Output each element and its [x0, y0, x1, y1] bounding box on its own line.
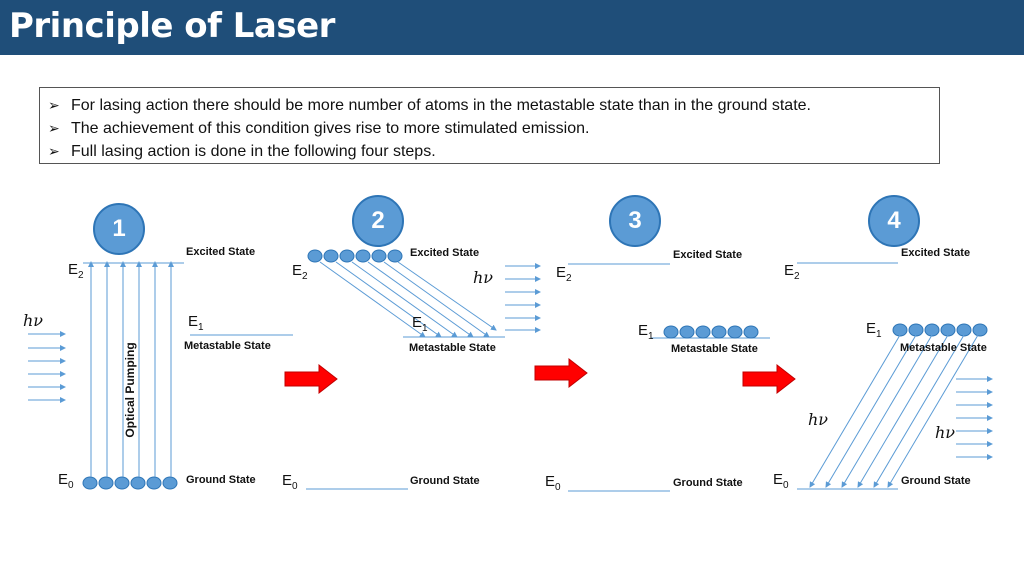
atom [82, 476, 98, 490]
atom [908, 323, 924, 337]
atom [387, 249, 403, 263]
step3-e0-label: E0 [545, 473, 561, 493]
atom [307, 249, 323, 263]
stimulated-emission-arrow [887, 334, 979, 488]
atom [727, 325, 743, 339]
stimulated-emission-arrow [809, 334, 901, 488]
stimulated-emission-arrow [857, 334, 949, 488]
step4-metastable-label: Metastable State [900, 342, 987, 354]
atom [924, 323, 940, 337]
step2-metastable-label: Metastable State [409, 342, 496, 354]
bullet-text: The achievement of this condition gives … [71, 119, 590, 137]
atom [679, 325, 695, 339]
step4-excited-label: Excited State [901, 247, 971, 259]
step1-ground-label: Ground State [186, 474, 256, 486]
atom [663, 325, 679, 339]
step-1-badge: 1 [93, 203, 145, 255]
arrow-bullet-icon: ➢ [48, 120, 60, 136]
step3-metastable-label: Metastable State [671, 343, 758, 355]
stimulated-emission-arrow [841, 334, 933, 488]
step1-e1-label: E1 [188, 313, 204, 333]
title-bar: Principle of Laser [0, 0, 1024, 55]
step4-e1-label: E1 [866, 320, 882, 340]
atom [371, 249, 387, 263]
step-4-badge: 4 [868, 195, 920, 247]
atom [743, 325, 759, 339]
step2-hv-label: hν [473, 268, 494, 287]
stimulated-emission-arrow [825, 334, 917, 488]
decay-arrow [367, 261, 474, 338]
step4-e2-label: E2 [784, 262, 800, 282]
step3-ground-label: Ground State [673, 477, 743, 489]
atom [695, 325, 711, 339]
step1-hv-label: hν [23, 311, 44, 330]
atom [355, 249, 371, 263]
atom [711, 325, 727, 339]
bullet-box: ➢ For lasing action there should be more … [39, 87, 940, 164]
optical-pumping-label: Optical Pumping [123, 342, 137, 438]
transition-arrow-icon [284, 363, 338, 395]
step-2-badge: 2 [352, 195, 404, 247]
decay-arrow [319, 261, 426, 338]
decay-arrow [351, 261, 458, 338]
atom [98, 476, 114, 490]
step3-e1-label: E1 [638, 322, 654, 342]
transition-arrow-icon [534, 357, 588, 389]
atom [892, 323, 908, 337]
atom [940, 323, 956, 337]
decay-arrow [383, 261, 490, 338]
arrow-bullet-icon: ➢ [48, 97, 60, 113]
atom [972, 323, 988, 337]
transition-arrow-icon [742, 363, 796, 395]
step1-e0-label: E0 [58, 471, 74, 491]
bullet-text: Full lasing action is done in the follow… [71, 142, 436, 160]
step1-excited-label: Excited State [186, 246, 256, 258]
step2-e1-label: E1 [412, 314, 428, 334]
decay-arrow [335, 261, 442, 338]
bullet-item: ➢ The achievement of this condition gives… [48, 117, 939, 140]
step3-excited-label: Excited State [673, 249, 743, 261]
step-3-badge: 3 [609, 195, 661, 247]
bullet-text: For lasing action there should be more n… [71, 96, 811, 114]
bullet-item: ➢ For lasing action there should be more … [48, 94, 939, 117]
bullet-item: ➢ Full lasing action is done in the follo… [48, 140, 939, 163]
step1-metastable-label: Metastable State [184, 340, 271, 352]
stimulated-emission-arrow [873, 334, 965, 488]
atom [162, 476, 178, 490]
atom [114, 476, 130, 490]
step2-ground-label: Ground State [410, 475, 480, 487]
atom [323, 249, 339, 263]
step2-e2-label: E2 [292, 262, 308, 282]
step4-e0-label: E0 [773, 471, 789, 491]
atom [130, 476, 146, 490]
page-title: Principle of Laser [9, 6, 335, 46]
step4-ground-label: Ground State [901, 475, 971, 487]
step1-e2-label: E2 [68, 261, 84, 281]
atom [339, 249, 355, 263]
step2-e0-label: E0 [282, 472, 298, 492]
atom [956, 323, 972, 337]
step4-hv-label-a: hν [808, 410, 829, 429]
step2-excited-label: Excited State [410, 247, 480, 259]
step4-hv-label-b: hν [935, 423, 956, 442]
arrow-bullet-icon: ➢ [48, 143, 60, 159]
decay-arrow [397, 261, 497, 331]
step3-e2-label: E2 [556, 264, 572, 284]
atom [146, 476, 162, 490]
